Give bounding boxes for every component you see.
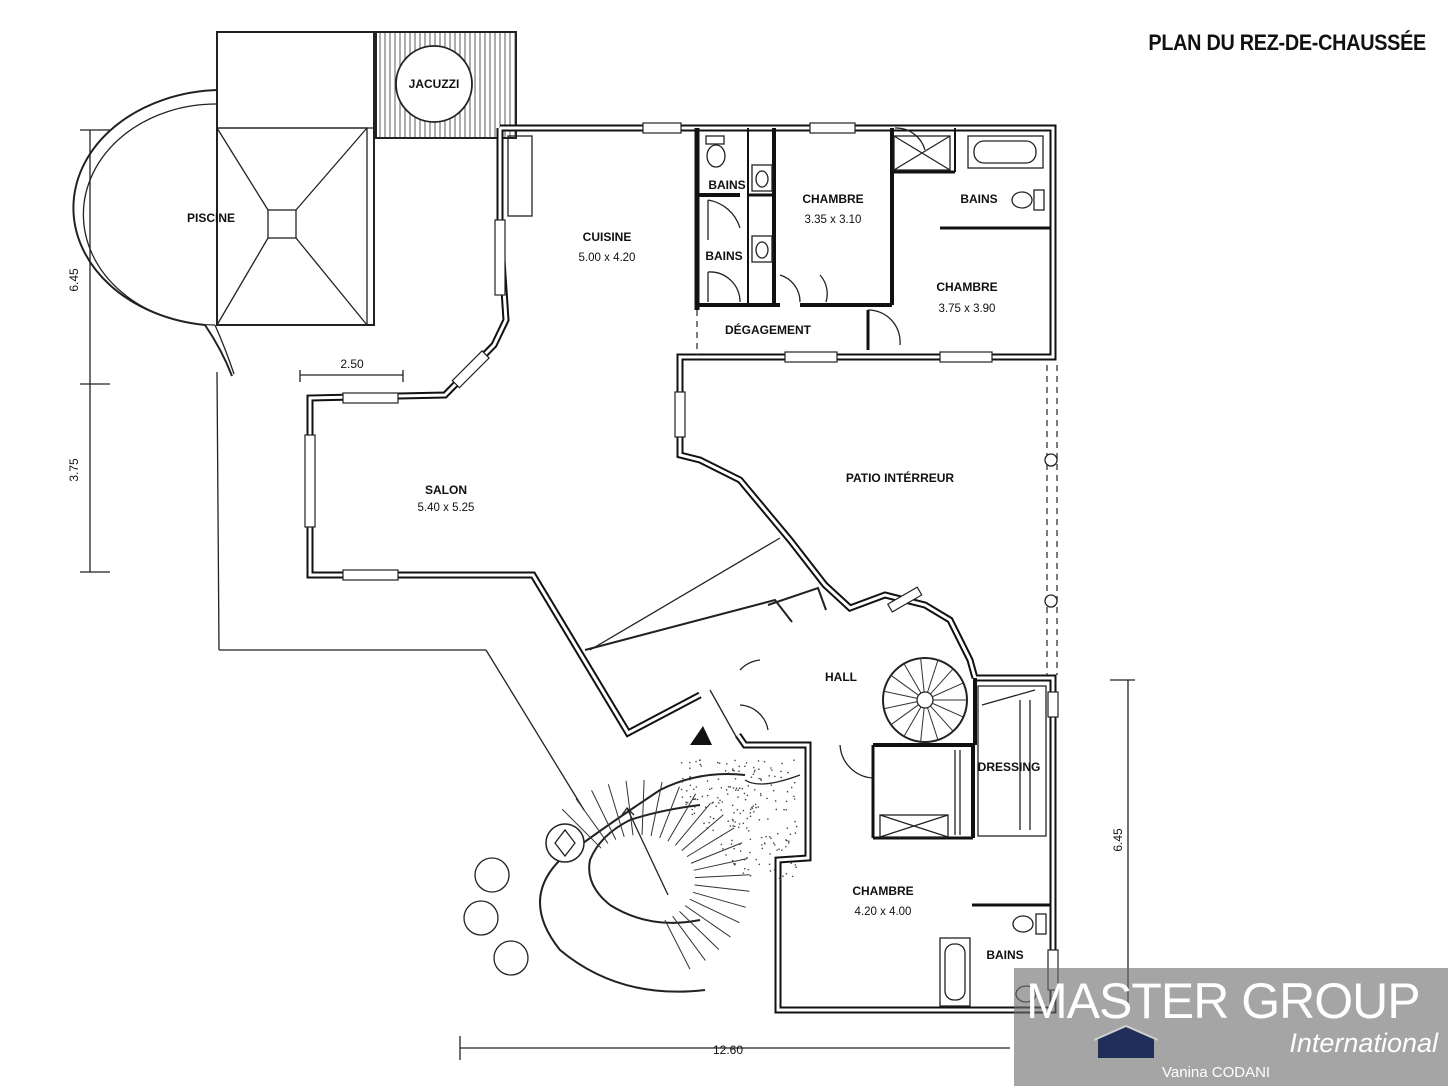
dim-bottom: 12.60 [713, 1043, 743, 1057]
room-labels: PISCINE JACUZZI CUISINE 5.00 x 4.20 BAIN… [187, 77, 1040, 962]
interior-walls [584, 128, 1050, 907]
windows [304, 122, 1059, 991]
dim-left-bottom: 3.75 [67, 458, 81, 482]
label-chambre-2: CHAMBRE [936, 280, 997, 294]
doors [707, 127, 926, 779]
label-degagement: DÉGAGEMENT [725, 322, 812, 337]
label-salon: SALON [425, 483, 467, 497]
brand-watermark: MASTER GROUP International Vanina CODANI [1014, 968, 1448, 1086]
label-jacuzzi: JACUZZI [409, 77, 460, 91]
patio-columns [1044, 365, 1058, 675]
label-bains-2: BAINS [705, 249, 742, 263]
label-chambre-2-dim: 3.75 x 3.90 [939, 303, 996, 315]
exterior-walls [306, 124, 1057, 1014]
label-cuisine: CUISINE [583, 230, 632, 244]
dimension-lines [80, 129, 1135, 1060]
plan-title: PLAN DU REZ-DE-CHAUSSÉE [1148, 30, 1426, 55]
jacuzzi-deck [375, 31, 517, 139]
label-chambre-1-dim: 3.35 x 3.10 [805, 214, 862, 226]
dimension-labels: 6.45 3.75 2.50 6.45 12.60 [67, 268, 1125, 1057]
garden-stairs [463, 759, 801, 993]
tree-icon [463, 823, 585, 976]
label-bains-3: BAINS [960, 192, 997, 206]
house-icon [1094, 1024, 1158, 1058]
brand-name: MASTER GROUP [1026, 973, 1421, 1029]
brand-subtitle: International [1289, 1028, 1438, 1058]
dim-left-top: 6.45 [67, 268, 81, 292]
label-bains-1: BAINS [708, 178, 745, 192]
pool [72, 31, 585, 811]
label-dressing: DRESSING [978, 760, 1041, 774]
brand-agent: Vanina CODANI [1162, 1064, 1271, 1081]
label-hall: HALL [825, 670, 857, 684]
label-chambre-3: CHAMBRE [852, 884, 913, 898]
label-cuisine-dim: 5.00 x 4.20 [579, 252, 636, 264]
dim-right: 6.45 [1111, 828, 1125, 852]
label-chambre-3-dim: 4.20 x 4.00 [855, 906, 912, 918]
label-bains-4: BAINS [986, 948, 1023, 962]
label-salon-dim: 5.40 x 5.25 [418, 502, 475, 514]
label-chambre-1: CHAMBRE [802, 192, 863, 206]
dim-salon-width: 2.50 [340, 357, 364, 371]
fixtures [690, 135, 1047, 1007]
label-piscine: PISCINE [187, 211, 235, 225]
label-patio: PATIO INTÉRREUR [846, 470, 955, 485]
